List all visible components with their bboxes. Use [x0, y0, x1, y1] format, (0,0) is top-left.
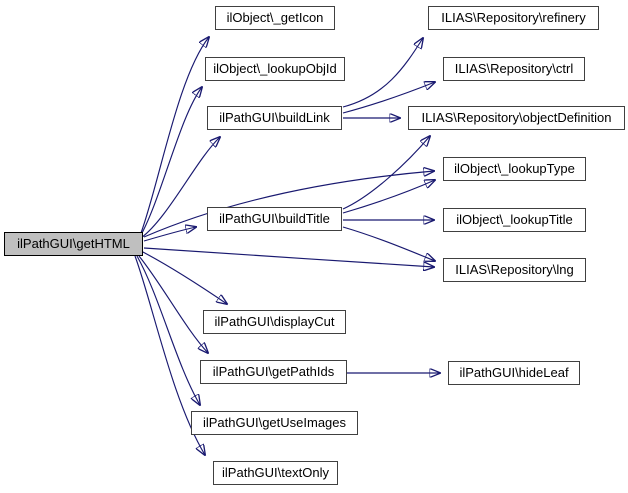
edge-gethtml-buildtitle [143, 227, 196, 242]
edge-gethtml-geticon [140, 37, 209, 234]
node-lookuptype[interactable]: ilObject\_lookupType [443, 157, 586, 181]
edge-buildtitle-lng [342, 226, 435, 261]
node-buildtitle[interactable]: ilPathGUI\buildTitle [207, 207, 342, 231]
edge-buildtitle-objectdefinition [342, 136, 430, 210]
edge-buildlink-refinery [342, 38, 423, 108]
node-ctrl[interactable]: ILIAS\Repository\ctrl [443, 57, 585, 81]
node-objectdefinition[interactable]: ILIAS\Repository\objectDefinition [408, 106, 625, 130]
node-buildlink[interactable]: ilPathGUI\buildLink [207, 106, 342, 130]
node-lookupobjid[interactable]: ilObject\_lookupObjId [205, 57, 345, 81]
edge-buildtitle-lookuptype [342, 180, 435, 214]
node-textonly[interactable]: ilPathGUI\textOnly [213, 461, 338, 485]
edge-gethtml-lookupobjid [140, 87, 202, 236]
edge-buildlink-ctrl [342, 82, 435, 114]
node-getpathids[interactable]: ilPathGUI\getPathIds [200, 360, 347, 384]
node-refinery[interactable]: ILIAS\Repository\refinery [428, 6, 599, 30]
edge-gethtml-lookuptype [143, 171, 434, 238]
edge-gethtml-getuseimages [136, 255, 200, 405]
node-geticon[interactable]: ilObject\_getIcon [215, 6, 335, 30]
node-displaycut[interactable]: ilPathGUI\displayCut [203, 310, 346, 334]
edge-gethtml-buildlink [140, 137, 220, 239]
edge-gethtml-displaycut [140, 250, 227, 304]
edge-gethtml-getpathids [138, 255, 208, 353]
node-gethtml: ilPathGUI\getHTML [4, 232, 143, 256]
node-hideleaf[interactable]: ilPathGUI\hideLeaf [448, 361, 580, 385]
node-getuseimages[interactable]: ilPathGUI\getUseImages [191, 411, 358, 435]
node-lookuptitle[interactable]: ilObject\_lookupTitle [443, 208, 586, 232]
edge-gethtml-lng [143, 247, 434, 267]
node-lng[interactable]: ILIAS\Repository\lng [443, 258, 586, 282]
